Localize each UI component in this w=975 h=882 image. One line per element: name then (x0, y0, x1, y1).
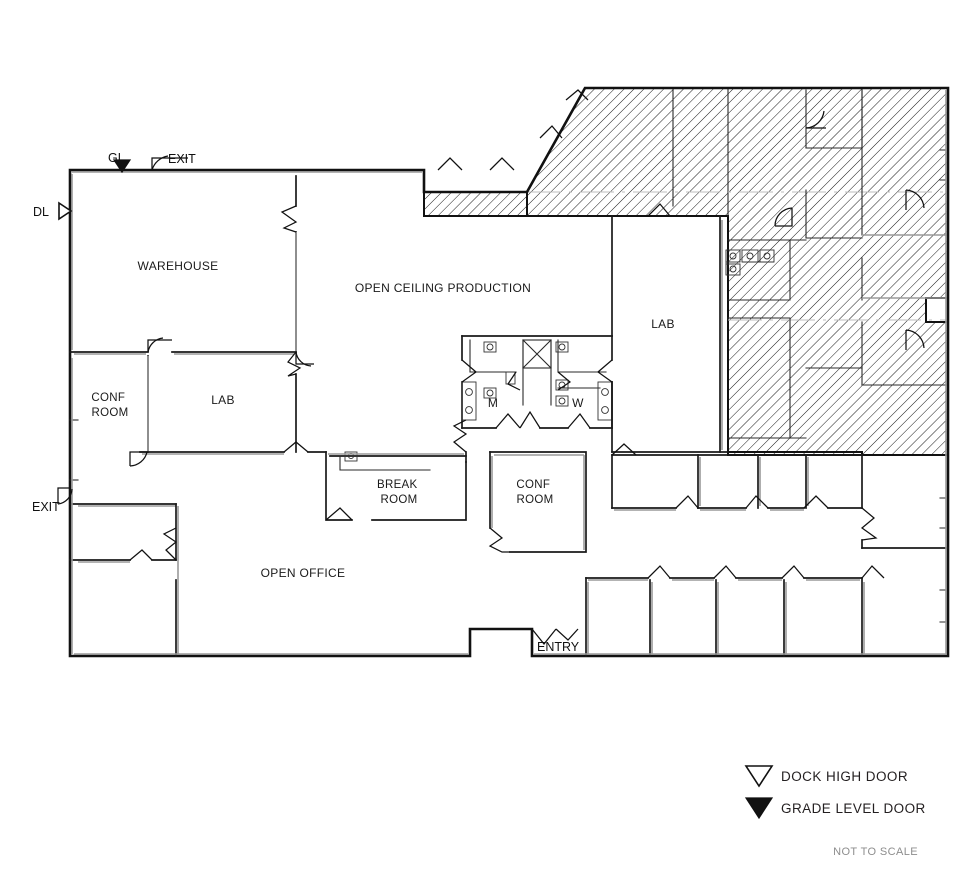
building-outline (68, 86, 950, 658)
exterior-wall (68, 86, 950, 658)
hatched-area-group (423, 87, 949, 456)
fixture-group-hatched (725, 249, 775, 276)
room-label-open-office: OPEN OFFICE (261, 566, 346, 580)
door-tag-exit-left: EXIT (32, 500, 60, 514)
hatched-area-upper (526, 87, 949, 456)
grade-level-door-icon (744, 797, 774, 820)
room-label-warehouse: WAREHOUSE (138, 259, 219, 273)
door-tag-entry: ENTRY (537, 640, 580, 654)
dock-high-door-icon (744, 765, 774, 788)
legend: DOCK HIGH DOOR GRADE LEVEL DOOR NOT TO S… (744, 765, 926, 858)
room-labels: WAREHOUSE OPEN CEILING PRODUCTION CONF R… (91, 259, 674, 580)
room-label-restroom-men: M (488, 396, 498, 410)
hatched-area-wing (727, 216, 863, 456)
door-entry (531, 628, 557, 646)
door-swings (57, 89, 885, 646)
door-exit-top (151, 157, 188, 170)
room-label-restroom-women: W (572, 396, 584, 410)
door-tag-exit-top: EXIT (168, 152, 196, 166)
hatched-interior-walls (527, 87, 949, 439)
room-label-conf-room-center: CONF ROOM (516, 479, 553, 506)
door-tag-dl: DL (33, 205, 49, 219)
room-label-conf-room-left: CONF ROOM (91, 392, 128, 419)
scale-note: NOT TO SCALE (833, 846, 918, 858)
door-markers: GL EXIT DL EXIT ENTRY (32, 151, 580, 654)
room-label-lab-right: LAB (651, 317, 675, 331)
room-label-open-production: OPEN CEILING PRODUCTION (355, 281, 531, 295)
room-label-break-room: BREAK ROOM (377, 479, 421, 506)
door-exit-left (57, 487, 70, 504)
grade-level-door-marker-gl (112, 159, 132, 174)
interior-walls (69, 90, 949, 657)
legend-label-grade-level-door: GRADE LEVEL DOOR (781, 801, 926, 816)
hatched-area-main (423, 191, 528, 217)
dock-high-door-marker-dl (58, 201, 73, 221)
room-label-lab-left: LAB (211, 393, 235, 407)
legend-label-dock-high-door: DOCK HIGH DOOR (781, 769, 908, 784)
